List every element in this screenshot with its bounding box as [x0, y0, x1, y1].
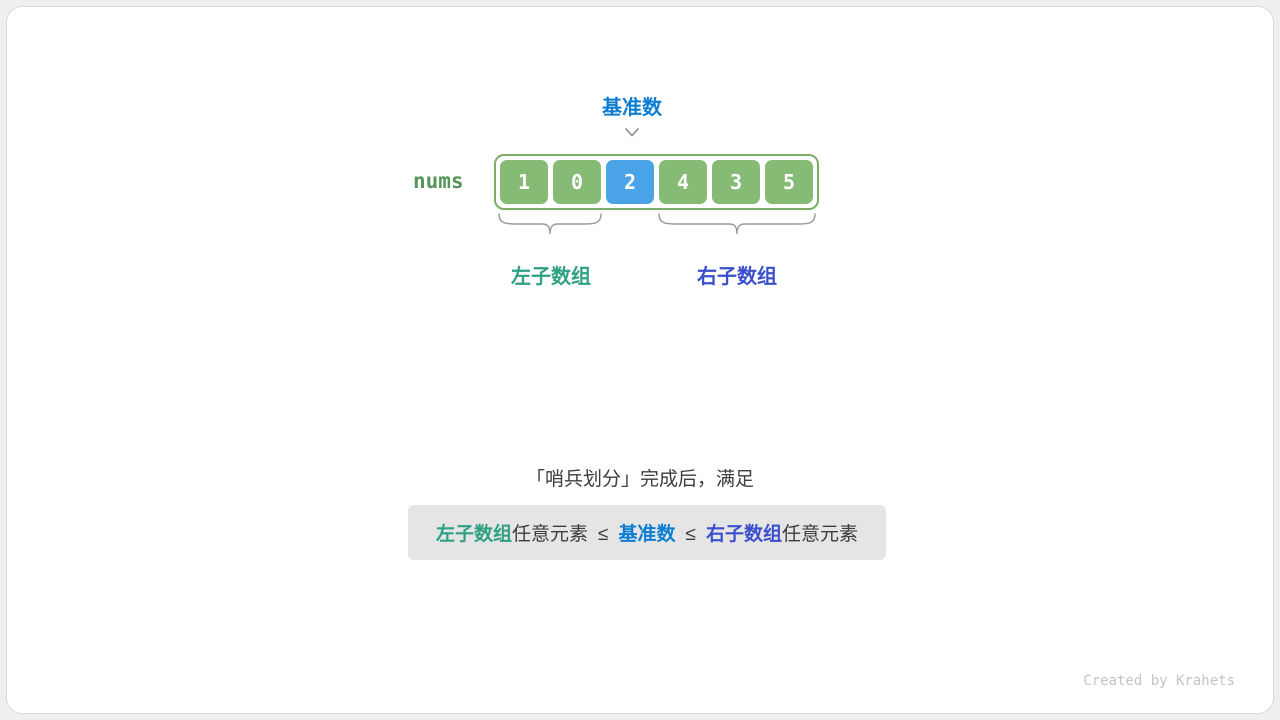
credit-text: Created by Krahets	[1083, 673, 1235, 689]
statement-pivot: 基准数	[618, 524, 676, 545]
less-equal-sign: ≤	[685, 524, 696, 545]
array-cell-pivot: 2	[606, 160, 654, 204]
statement-bar: 左子数组任意元素≤基准数≤右子数组任意元素	[408, 505, 886, 560]
canvas-card: 基准数 nums 1 0 2 4 3 5 左子数组 右子数组 「哨兵划分」完成后…	[6, 6, 1274, 714]
array-name-label: nums	[413, 169, 464, 193]
pivot-arrow-icon	[625, 124, 639, 142]
pivot-label: 基准数	[602, 97, 662, 119]
array-cell: 0	[553, 160, 601, 204]
nums-array: 1 0 2 4 3 5	[494, 154, 819, 210]
statement-intro: 「哨兵划分」完成后，满足	[525, 469, 754, 490]
statement-left-subarray: 左子数组	[436, 524, 513, 545]
statement-any-element-2: 任意元素	[781, 524, 858, 545]
array-cell: 4	[659, 160, 707, 204]
left-brace	[498, 213, 602, 240]
array-cell: 1	[500, 160, 548, 204]
right-brace	[658, 213, 816, 240]
statement-right-subarray: 右子数组	[705, 524, 782, 545]
right-subarray-label: 右子数组	[697, 266, 777, 288]
left-subarray-label: 左子数组	[511, 266, 591, 288]
statement-any-element-1: 任意元素	[512, 524, 589, 545]
less-equal-sign: ≤	[598, 524, 609, 545]
array-cell: 3	[712, 160, 760, 204]
array-cell: 5	[765, 160, 813, 204]
